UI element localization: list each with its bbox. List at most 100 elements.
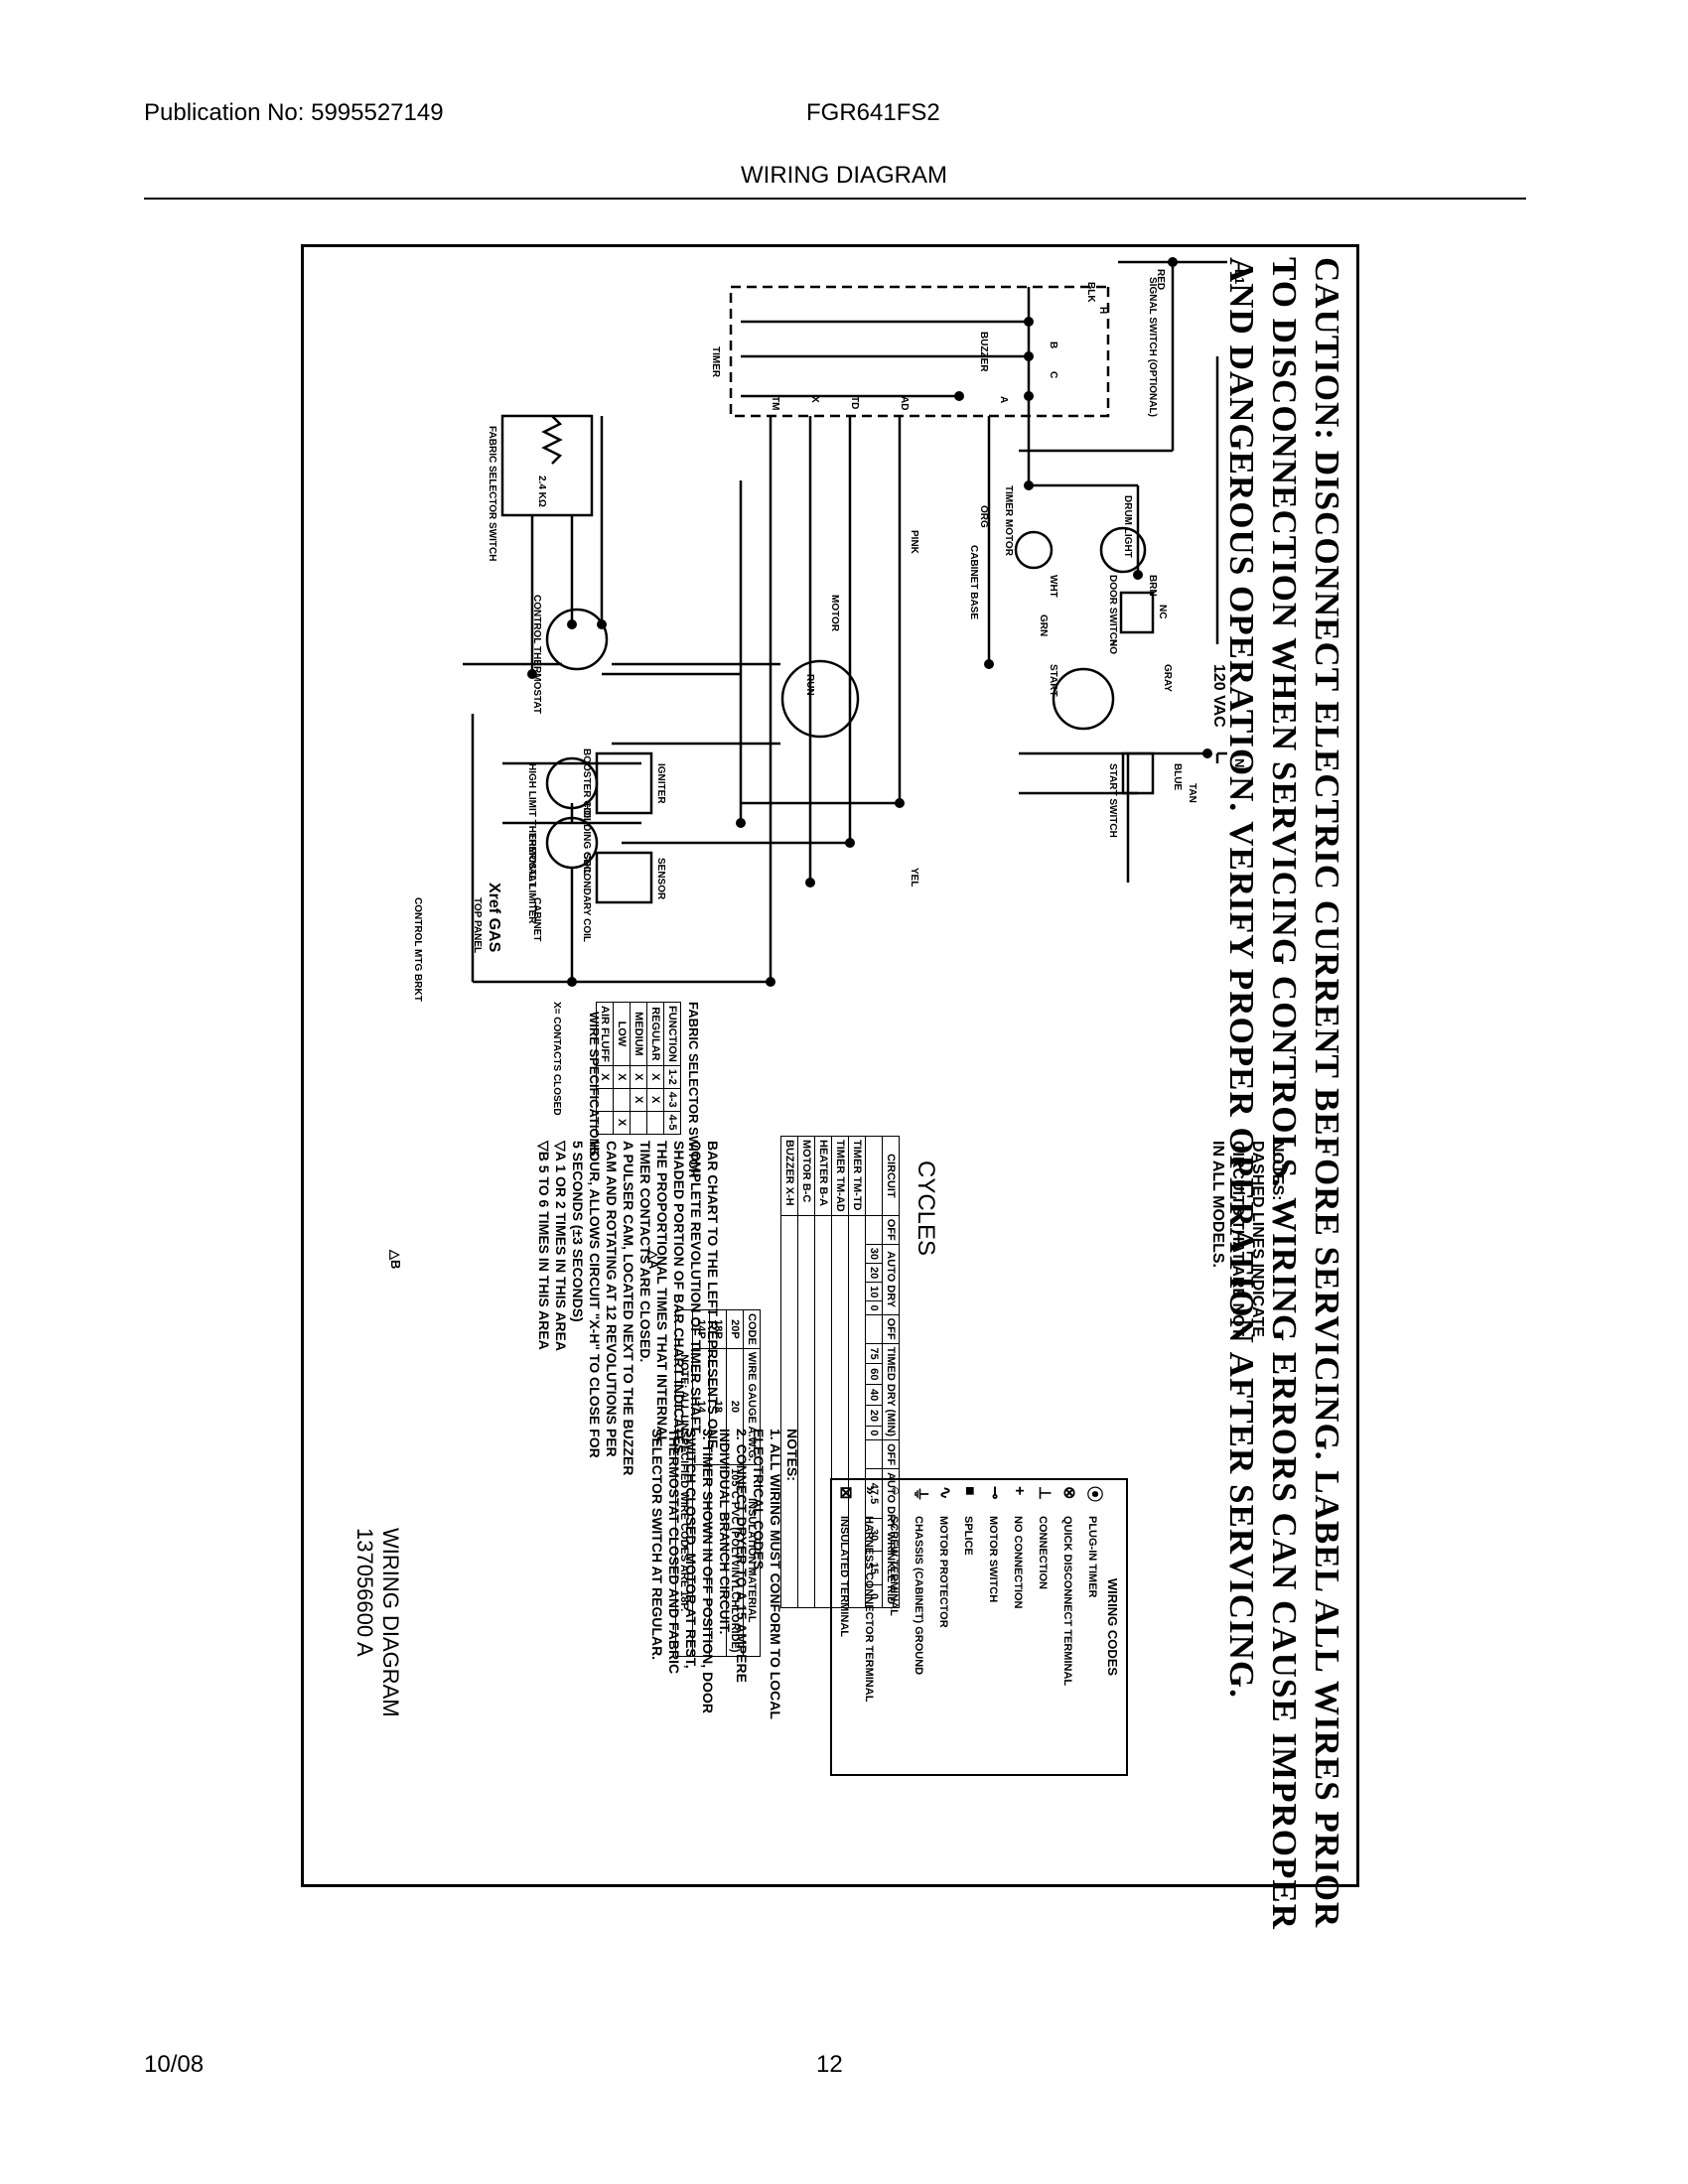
timed-tick: 75 [865, 1343, 883, 1364]
l1-label: L1 [1232, 269, 1247, 285]
diagram-id: WIRING DIAGRAM 137056600 A [352, 1528, 403, 1717]
schematic-svg [463, 257, 1227, 987]
motor-winding [780, 659, 860, 739]
fabric-header-function: FUNCTION [663, 1002, 681, 1066]
wiring-code-item: ■SPLICE [956, 1486, 981, 1768]
schematic-wires [463, 260, 1227, 984]
header-rule [144, 198, 1526, 200]
drum-light-shape [1099, 526, 1147, 574]
wiring-code-item: ○SCREW TERMINAL [882, 1486, 907, 1768]
motor-label: MOTOR [829, 595, 840, 632]
diagram-id-title: WIRING DIAGRAM [378, 1528, 403, 1717]
wire-specs-title: WIRE SPECIFICATIONS [587, 1012, 602, 1157]
timed-tick: 0 [865, 1426, 883, 1440]
fabric-header-12: 1-2 [663, 1065, 681, 1089]
wire-color-gray: GRAY [1162, 664, 1173, 692]
cycle-row-code: TM-TD [851, 1176, 863, 1211]
timer-motor-label: TIMER MOTOR [1003, 485, 1014, 556]
fabric-selector-switch-label: FABRIC SELECTOR SWITCH [487, 426, 497, 562]
wiring-code-label: CHASSIS (CABINET) GROUND [913, 1516, 924, 1676]
dashed-notes-line-3: CIRCUITS THAT ARE NOT [1229, 1141, 1246, 1337]
cycle-row-name: TIMER [851, 1140, 863, 1174]
ground-cabinet: CABINET [531, 897, 542, 942]
motor-start-shape [1052, 667, 1115, 731]
footer-date: 10/08 [144, 2051, 205, 2078]
terminal-a: A [998, 396, 1009, 404]
wiring-diagram-sheet: CAUTION: DISCONNECT ELECTRIC CURRENT BEF… [301, 244, 1359, 1930]
dashed-notes-line-2: DASHED LINES INDICATE [1249, 1141, 1266, 1337]
wire-spec-header-code: CODE [743, 1309, 761, 1349]
sensor-box [595, 851, 653, 904]
xref-gas-label: Xref GAS [486, 883, 502, 953]
cycle-row-name: HEATER [817, 1140, 829, 1184]
wiring-code-symbol-icon: ⊗ [1060, 1486, 1077, 1500]
auto-tick: 20 [865, 1263, 883, 1283]
igniter-box [595, 751, 653, 815]
wiring-code-item: +NO CONNECTION [1006, 1486, 1031, 1768]
voltage-label: 120 VAC [1210, 664, 1227, 728]
wiring-code-label: HARNESS CONNECTOR TERMINAL [863, 1516, 875, 1703]
wire-color-pink: PINK [909, 530, 919, 554]
auto-tick: 0 [865, 1300, 883, 1315]
terminal-td: TD [849, 396, 860, 410]
auto-tick: 30 [865, 1244, 883, 1264]
wiring-code-symbol-icon: ⊸ [986, 1486, 1003, 1500]
triangle-b-label: △B [388, 1250, 403, 1270]
fabric-switch-footnote: X= CONTACTS CLOSED [551, 1002, 562, 1116]
wiring-code-symbol-icon: ⦿ [1085, 1486, 1102, 1503]
wire-color-yel: YEL [909, 868, 919, 887]
wiring-codes-list: ⦿PLUG-IN TIMER⊗ QUICK DISCONNECT TERMINAL… [832, 1486, 1105, 1768]
wiring-code-item: ⊸MOTOR SWITCH [981, 1486, 1006, 1768]
cycles-header-auto-dry: AUTO DRY [882, 1244, 900, 1315]
wire-color-blue: BLUE [1172, 763, 1183, 791]
general-notes: NOTES: 1. ALL WIRING MUST CONFORM TO LOC… [649, 1429, 800, 1719]
cycles-header-circuit: CIRCUIT [882, 1136, 900, 1216]
cycle-row-code: B-A [817, 1186, 829, 1207]
control-thermostat-shape [545, 608, 609, 671]
wiring-code-symbol-icon: ⊠ [837, 1486, 854, 1500]
timed-tick: 20 [865, 1405, 883, 1427]
n-label: N [1232, 758, 1247, 768]
dashed-notes-line-4: IN ALL MODELS. [1209, 1141, 1226, 1268]
timer-label: TIMER [710, 346, 721, 378]
door-switch-label: DOOR SWITCH [1107, 575, 1118, 647]
buzzer-label: BUZZER [978, 332, 989, 372]
model-number: FGR641FS2 [806, 99, 940, 126]
footer-page-number: 12 [816, 2051, 843, 2078]
cycles-row: MOTOR B-C [797, 1136, 815, 1608]
bar-chart-notes: BAR CHART TO THE LEFT REPRESENTS ONE COM… [536, 1141, 721, 1476]
wiring-code-label: QUICK DISCONNECT TERMINAL [1061, 1516, 1073, 1687]
cycles-title: CYCLES [913, 1160, 939, 1257]
terminal-tm: TM [770, 396, 780, 411]
page-title: WIRING DIAGRAM [741, 162, 947, 189]
wiring-code-item: ⊗ QUICK DISCONNECT TERMINAL [1055, 1486, 1080, 1768]
secondary-coil-label: SECONDARY COIL [581, 853, 592, 943]
cycle-row-code: X-H [783, 1186, 795, 1206]
cycles-header-timed-dry: TIMED DRY (MIN) [882, 1343, 900, 1440]
wiring-code-label: SCREW TERMINAL [888, 1516, 900, 1616]
dashed-notes-line-1: NOTES: [1269, 1141, 1286, 1201]
cycle-row-name: MOTOR [800, 1140, 812, 1180]
ground-control-bracket: CONTROL MTG BRKT [412, 897, 423, 1002]
timer-dashed-box [729, 285, 1110, 418]
terminal-ad: AD [899, 396, 910, 411]
wire-color-brn: BRN [1147, 575, 1158, 597]
wiring-code-item: »HARNESS CONNECTOR TERMINAL [857, 1486, 882, 1768]
wiring-code-item: ⏚CHASSIS (CABINET) GROUND [907, 1486, 931, 1768]
wiring-code-item: ⦿PLUG-IN TIMER [1080, 1486, 1105, 1768]
publication-number: Publication No: 5995527149 [144, 99, 444, 126]
fabric-header-45: 4-5 [663, 1111, 681, 1135]
rotated-diagram-content: CAUTION: DISCONNECT ELECTRIC CURRENT BEF… [304, 247, 1356, 1930]
wiring-code-symbol-icon: ■ [961, 1486, 978, 1496]
door-switch-box [1119, 591, 1155, 634]
control-thermostat-label: CONTROL THERMOSTAT [531, 595, 542, 714]
cycle-row-code: TM-AD [834, 1176, 846, 1212]
start-label: START [1048, 664, 1058, 697]
timer-motor-shape [1014, 530, 1054, 570]
wiring-codes-legend: WIRING CODES ⦿PLUG-IN TIMER⊗QUICK DISCON… [830, 1478, 1128, 1776]
cycle-row-name: TIMER [834, 1140, 846, 1174]
wiring-code-symbol-icon: ∿ [936, 1486, 953, 1500]
wiring-code-symbol-icon: + [1011, 1486, 1028, 1496]
